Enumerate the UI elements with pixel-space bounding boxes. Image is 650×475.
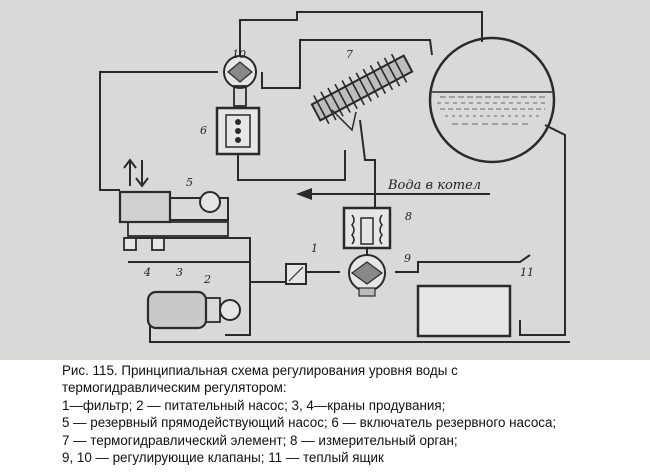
top-pipe <box>239 11 483 72</box>
number-labels: 1 2 3 4 5 6 7 8 9 10 11 <box>143 48 534 286</box>
regulating-valve-9 <box>348 254 386 297</box>
caption-line: 9, 10 — регулирующие клапаны; 11 — теплы… <box>62 450 384 466</box>
schematic-diagram: Вода в котел 1 2 3 4 5 6 7 8 9 10 11 <box>99 11 570 343</box>
element-pipe <box>359 119 376 208</box>
reserve-pump <box>118 158 229 237</box>
boiler-drum <box>428 36 556 164</box>
label-6: 6 <box>200 124 207 137</box>
figure-caption: Рис. 115. Принципиальная схема регулиров… <box>62 362 647 466</box>
thermohydraulic-element <box>310 53 414 132</box>
left-pipe <box>99 71 218 191</box>
return-pipe <box>519 124 566 336</box>
label-2: 2 <box>203 273 211 286</box>
caption-line: Рис. 115. Принципиальная схема регулиров… <box>62 363 458 378</box>
feed-pump <box>146 290 241 330</box>
label-9: 9 <box>404 252 411 265</box>
label-8: 8 <box>405 210 412 223</box>
caption-line: 7 — термогидравлический элемент; 8 — изм… <box>62 432 458 448</box>
filter <box>285 263 307 285</box>
steam-pipe <box>261 39 433 89</box>
label-11: 11 <box>520 266 534 279</box>
label-10: 10 <box>232 48 246 61</box>
switch-pipe <box>237 150 346 181</box>
label-4: 4 <box>143 266 151 279</box>
measuring-body <box>342 206 392 262</box>
caption-line: термогидравлическим регулятором: <box>62 380 287 396</box>
label-7: 7 <box>346 48 353 61</box>
caption-line: 1—фильтр; 2 — питательный насос; 3, 4—кр… <box>62 397 446 413</box>
warm-box <box>416 284 512 338</box>
water-to-boiler-arrow: Вода в котел <box>296 178 490 200</box>
feed-line <box>395 254 531 273</box>
label-3: 3 <box>176 266 183 279</box>
reserve-pump-switch <box>215 106 261 156</box>
caption-line: 5 — резервный прямодействующий насос; 6 … <box>62 415 557 431</box>
schematic-figure: Вода в котел 1 2 3 4 5 6 7 8 9 10 11 <box>0 0 650 360</box>
pump2-line <box>225 282 251 336</box>
water-to-boiler-label: Вода в котел <box>387 178 481 193</box>
regulating-valve-10 <box>223 55 257 107</box>
label-5: 5 <box>186 176 193 189</box>
blowdown-taps <box>123 237 165 251</box>
label-1: 1 <box>311 242 318 255</box>
lower-manifold <box>125 237 251 263</box>
